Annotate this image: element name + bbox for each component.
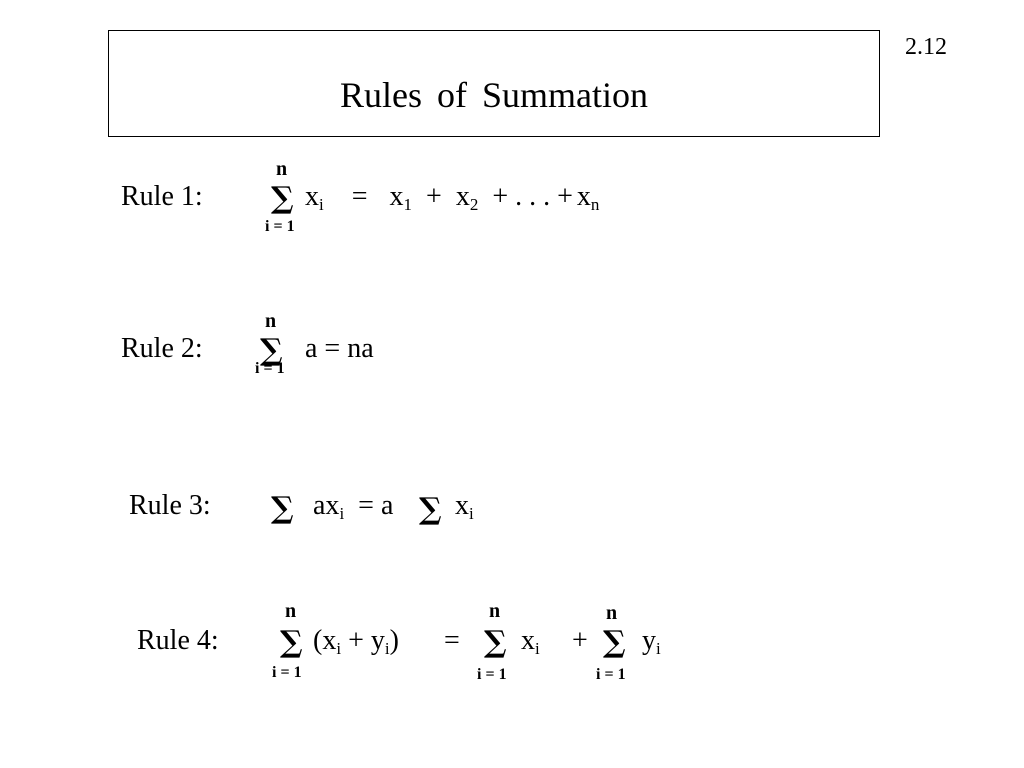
rule-4-sum2-upper-limit: n (489, 600, 501, 622)
page-number: 2.12 (905, 34, 947, 60)
page-title: Rules of Summation (340, 75, 648, 115)
rule-2-label: Rule 2: (121, 333, 203, 364)
rule-1-label: Rule 1: (121, 181, 203, 212)
rule-4-expression-left: (xi + yi) (313, 625, 399, 658)
rule-1-sigma: ∑ (271, 181, 294, 216)
rule-2-sum-lower-limit: i = 1 (255, 360, 285, 377)
rule-4-equals: = (444, 625, 460, 656)
rule-3-sigma-left: ∑ (271, 491, 294, 526)
rule-4-sum1-lower-limit: i = 1 (272, 664, 302, 681)
rule-4-expression-y: yi (642, 625, 661, 658)
rule-4-plus: + (572, 625, 588, 656)
rule-1-sum-lower-limit: i = 1 (265, 218, 295, 235)
rule-2-sum-upper-limit: n (265, 310, 277, 332)
rule-3-label: Rule 3: (129, 490, 211, 521)
rule-3-expression-right: xi (455, 490, 474, 523)
rule-2-sigma: ∑ (260, 333, 283, 368)
rule-3-sigma-right: ∑ (419, 492, 442, 527)
rule-2-expression: a = na (305, 333, 374, 364)
rule-1-expression: xi=x1+x2+ . . . +xn (305, 181, 600, 214)
rule-4-sum2-lower-limit: i = 1 (477, 666, 507, 683)
rule-1-sum-upper-limit: n (276, 158, 288, 180)
rule-4-expression-x: xi (521, 625, 540, 658)
rule-4-sum3-upper-limit: n (606, 602, 618, 624)
rule-4-sum1-upper-limit: n (285, 600, 297, 622)
rule-4-label: Rule 4: (137, 625, 219, 656)
rule-4-sigma-2: ∑ (484, 625, 507, 660)
rule-4-sigma-3: ∑ (603, 625, 626, 660)
rule-3-expression-left: axi= a (313, 490, 394, 523)
rule-4-sum3-lower-limit: i = 1 (596, 666, 626, 683)
title-box: Rules of Summation (108, 30, 880, 137)
rule-4-sigma-1: ∑ (280, 625, 303, 660)
